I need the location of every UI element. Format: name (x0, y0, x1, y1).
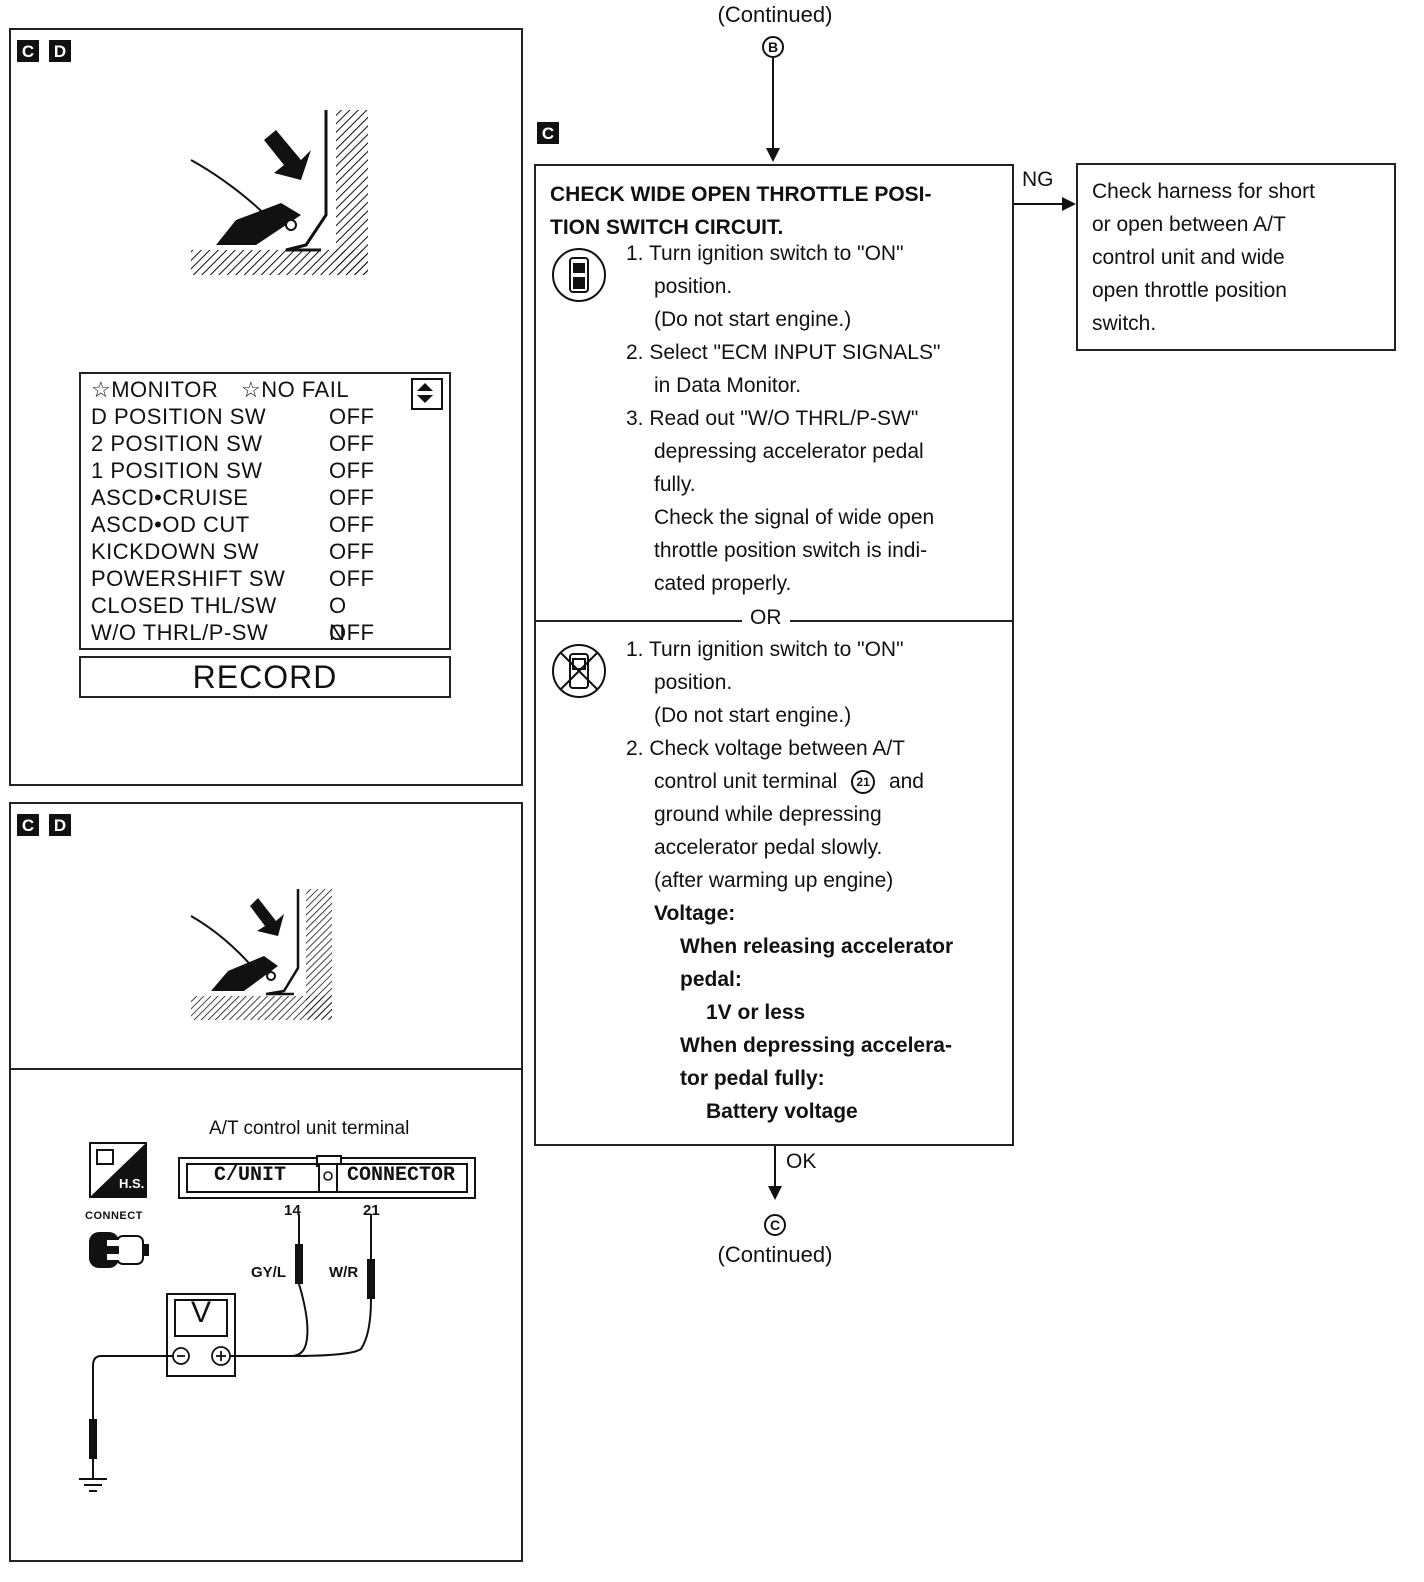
terminal-title: A/T control unit terminal (209, 1118, 410, 1139)
flow-badge-c: C (537, 122, 559, 144)
marker-c: C (764, 1214, 786, 1236)
monitor-header: ☆MONITOR ☆NO FAIL (91, 376, 349, 403)
ok-arrow (768, 1146, 782, 1200)
depress-condition: When depressing accelera- (680, 1034, 952, 1057)
connect-label: CONNECT (85, 1210, 143, 1222)
connector-label: CONNECTOR (346, 1164, 456, 1187)
connector-plug-icon (89, 1232, 149, 1268)
accelerator-pedal-icon (190, 889, 332, 1020)
step-text: (after warming up engine) (654, 869, 894, 892)
step-text: (Do not start engine.) (654, 704, 852, 727)
release-condition: pedal: (680, 968, 742, 991)
pin-14-label: 14 (284, 1202, 301, 1219)
step-text: 1. Turn ignition switch to "ON" (626, 638, 904, 661)
bottom-continued: (Continued) (717, 1242, 833, 1267)
no-fail-label: ☆NO FAIL (241, 377, 350, 402)
hs-label: H.S. (119, 1176, 145, 1191)
step-text: 2. Select "ECM INPUT SIGNALS" (626, 341, 941, 364)
depress-value: Battery voltage (706, 1100, 858, 1123)
cunit-label: C/UNIT (213, 1164, 286, 1187)
step-text: accelerator pedal slowly. (654, 836, 883, 859)
step-text: Check the signal of wide open (654, 506, 935, 529)
voltage-test-diagram (79, 1155, 476, 1492)
badge-d: D (49, 814, 71, 836)
step-text: depressing accelerator pedal (654, 440, 924, 463)
badge-d: D (49, 40, 71, 62)
step-text: control unit terminal 21 and (654, 770, 924, 795)
step-text: in Data Monitor. (654, 374, 802, 397)
pin-21-label: 21 (363, 1202, 380, 1219)
voltage-label: Voltage: (654, 902, 736, 925)
step-text: fully. (654, 473, 696, 496)
step-text: position. (654, 671, 733, 694)
badge-c: C (17, 814, 39, 836)
consult-icon (552, 248, 606, 302)
terminal-21-marker: 21 (851, 770, 876, 795)
check-title: CHECK WIDE OPEN THROTTLE POSI- TION SWIT… (550, 183, 932, 239)
monitor-title: ☆MONITOR (91, 377, 219, 402)
step-text: (Do not start engine.) (654, 308, 852, 331)
flow-arrow-down (766, 58, 780, 162)
voltmeter-label: V (190, 1296, 211, 1329)
release-condition: When releasing accelerator (680, 935, 954, 958)
release-value: 1V or less (706, 1001, 806, 1024)
step-text: position. (654, 275, 733, 298)
step-text: cated properly. (654, 572, 792, 595)
ng-label: NG (1022, 168, 1054, 191)
or-label: OR (742, 606, 790, 630)
panel-divider (11, 1068, 521, 1070)
step-text: 2. Check voltage between A/T (626, 737, 905, 760)
marker-b: B (762, 36, 784, 58)
ng-arrow (1014, 197, 1076, 211)
accelerator-pedal-icon (190, 110, 368, 275)
depress-condition: tor pedal fully: (680, 1067, 825, 1090)
step-text: 1. Turn ignition switch to "ON" (626, 242, 904, 265)
badge-c: C (17, 40, 39, 62)
step-text: ground while depressing (654, 803, 882, 826)
step-text: throttle position switch is indi- (654, 539, 928, 562)
ng-action-box: Check harness for short or open between … (1076, 163, 1396, 351)
top-continued: (Continued) (717, 2, 833, 27)
record-button[interactable]: RECORD (79, 656, 451, 698)
wire-wr-label: W/R (329, 1264, 359, 1281)
step-text: 3. Read out "W/O THRL/P-SW" (626, 407, 919, 430)
wire-gyl-label: GY/L (251, 1264, 287, 1281)
no-consult-icon (552, 644, 606, 698)
check-box: OR CHECK WIDE OPEN THROTTLE POSI- TION S… (534, 164, 1014, 1146)
scroll-icon[interactable] (411, 378, 443, 410)
ok-label: OK (786, 1150, 817, 1173)
hs-icon: H.S. (89, 1142, 147, 1198)
